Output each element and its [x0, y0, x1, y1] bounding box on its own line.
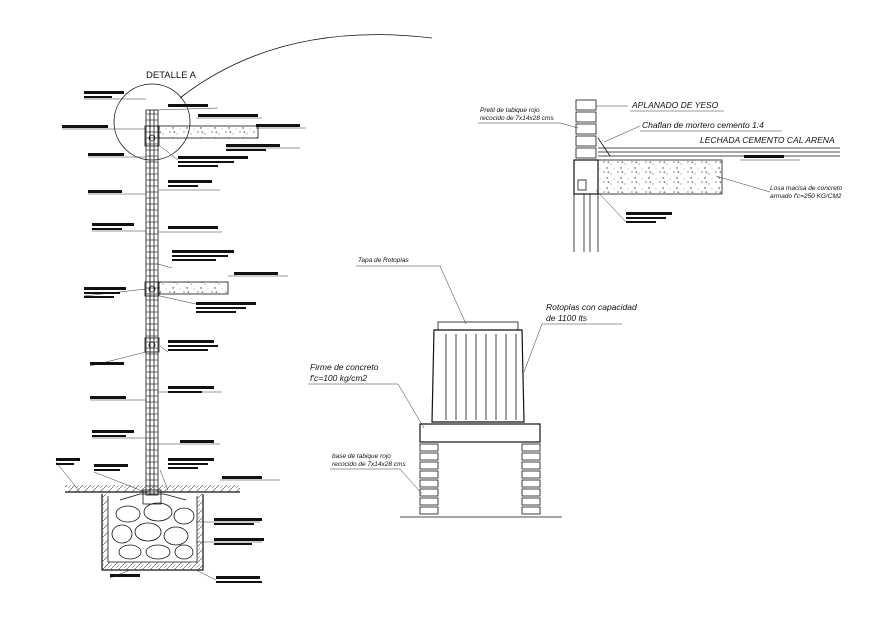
detail-a-leader-arc: [179, 34, 433, 99]
label-losa-2: armado f'c=250 KG/CM2: [770, 193, 842, 200]
stone-fill: [111, 502, 195, 560]
detail-a-title: DETALLE A: [146, 70, 197, 81]
wall-section-leaders: [55, 91, 147, 579]
label-aplanado: APLANADO DE YESO: [631, 100, 719, 110]
brick-pier-right: [521, 443, 541, 515]
label-base-2: recocido de 7x14x28 cms: [332, 461, 406, 468]
wall-section: DETALLE A: [55, 34, 433, 583]
label-lechada: LECHADA CEMENTO CAL ARENA: [700, 135, 835, 145]
roof-slab: [157, 125, 259, 139]
label-firme-1: Firme de concreto: [310, 362, 379, 372]
tank-detail: Tapa de Rotoplas Rotoplas con capacidad …: [308, 257, 637, 518]
detail-slab: [597, 159, 723, 195]
tank-lid: [437, 321, 519, 331]
label-firme-2: f'c=100 kg/cm2: [310, 373, 367, 383]
label-pretil-2: recocido de 7x14x28 cms: [480, 115, 554, 122]
brick-pier-left: [419, 443, 439, 515]
label-rotoplas-2: de 1100 lts: [546, 313, 588, 323]
label-pretil-1: Pretil de tabique rojo: [480, 107, 540, 114]
label-chaflan: Chaflan de mortero cemento 1:4: [642, 120, 764, 130]
label-rotoplas-1: Rotoplas con capacidad: [546, 302, 637, 312]
wall-column: [145, 109, 159, 496]
tank-slab: [419, 423, 541, 443]
parapet-bricks: [575, 99, 597, 159]
floor-slab: [157, 281, 229, 295]
label-tapa: Tapa de Rotoplas: [358, 257, 409, 264]
detail-a: APLANADO DE YESO Chaflan de mortero ceme…: [478, 99, 843, 252]
label-losa-1: Losa macisa de concreto: [770, 185, 843, 192]
wall-section-leaders-right: [155, 104, 306, 583]
tank-body: [431, 329, 525, 423]
label-base-1: base de tabique rojo: [332, 453, 391, 460]
